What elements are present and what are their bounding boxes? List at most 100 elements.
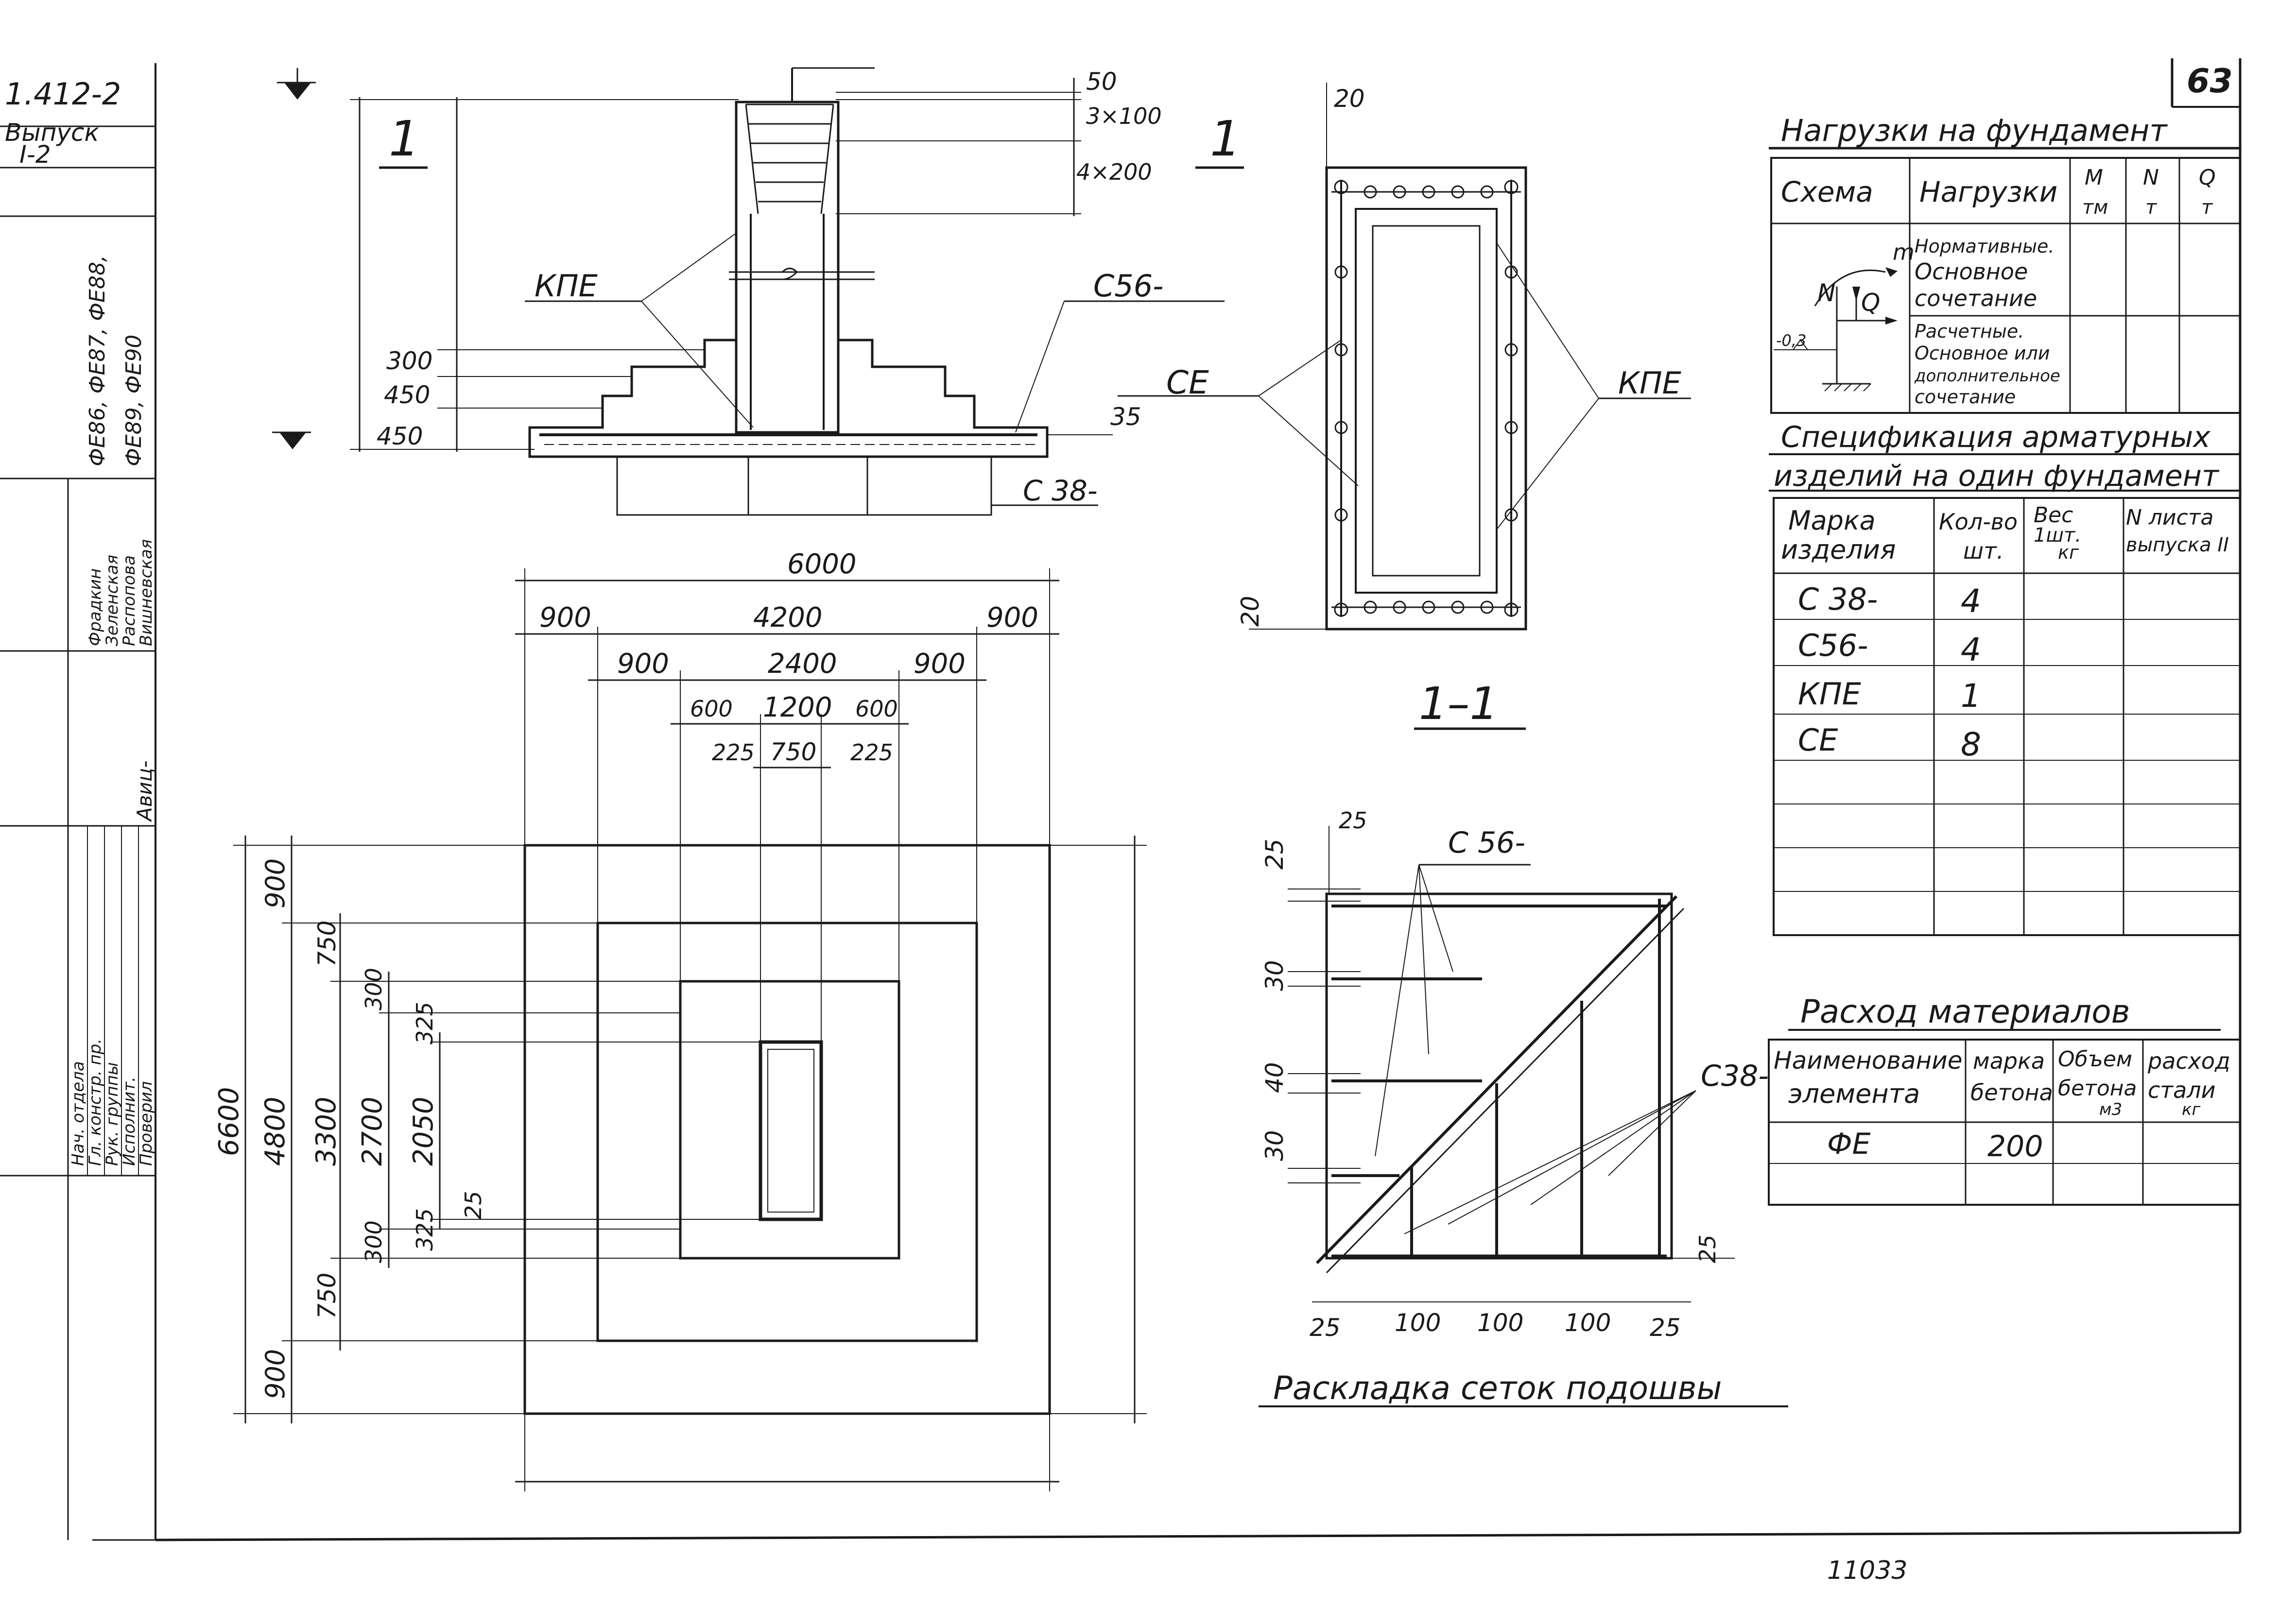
surname-4: Вишневская [137,539,156,646]
mesh-dim-left-25: 25 [1260,838,1289,870]
spec-title-2: изделий на один фундамент [1774,459,2220,493]
loads-header-n-unit: т [2145,196,2158,219]
dim-v-300a: 300 [361,968,387,1010]
spec-row-1-mark: С 38- [1798,581,1878,617]
loads-row1-line1: Нормативные. [1915,236,2054,257]
dim-right-50: 50 [1086,68,1117,96]
dim-bottom-20: 20 [1236,596,1264,627]
dim-right-3x100: 3×100 [1086,103,1162,129]
dim-h-900a: 900 [539,602,591,633]
loads-header-q: Q [2199,165,2216,190]
spec-header-mark-1: Марка [1788,505,1876,536]
mesh-dim-top-25: 25 [1339,807,1367,834]
section-mark-left: 1 [389,110,420,167]
surname-2: Зеленская [103,555,122,646]
mesh-label-c38: С38- [1701,1059,1769,1093]
materials-header-grade-1: марка [1973,1048,2045,1074]
title-block: 1.412-2 Выпуск I-2 ФЕ86, ФЕ87, ФЕ88, ФЕ8… [0,76,156,1540]
materials-header-name-1: Наименование [1774,1046,1963,1075]
spec-row-1-qty: 4 [1961,582,1981,620]
loads-row2-line4: сочетание [1915,386,2016,408]
mesh-dim-left-30a: 30 [1260,960,1289,991]
section-1-1-title: 1–1 [1419,678,1498,730]
mesh-dim-right-25: 25 [1694,1234,1721,1263]
loads-header-n: N [2143,165,2159,190]
spec-header-weight-2: 1шт. [2034,524,2081,547]
spec-row: СЕ 8 [1798,722,1981,763]
dim-right-4x200: 4×200 [1076,159,1152,185]
spec-header-mark-2: изделия [1781,534,1896,565]
plan-view: 6000 900 4200 900 900 2400 900 600 1200 … [213,548,1147,1491]
dim-v-325b: 325 [412,1208,438,1251]
materials-row: ФЕ 200 [1827,1127,2043,1163]
scheme-level: -0,3 [1776,331,1806,350]
dim-h-2400: 2400 [768,648,837,680]
sheet-number: 63 [2187,62,2233,101]
loads-scheme-sketch: m N Q -0,3 [1774,239,1915,392]
section-1-1: 20 20 СЕ КПЕ 1–1 [1118,83,1691,730]
materials-header-volume-3: м3 [2099,1100,2122,1119]
role-2: Гл. констр. пр. [86,1039,105,1166]
scheme-q: Q [1861,289,1880,317]
dim-v-900a: 900 [260,858,291,908]
spec-row-3-qty: 1 [1961,677,1981,715]
materials-table: Расход материалов Наименование элемента … [1768,993,2241,1206]
materials-title: Расход материалов [1800,993,2130,1030]
dim-left-450b: 450 [377,422,423,450]
issue-label: Выпуск [5,119,99,147]
spec-header-weight-3: кг [2058,542,2079,563]
loads-table-title: Нагрузки на фундамент [1781,113,2168,148]
spec-row: С 38- 4 [1798,581,1981,620]
spec-header-sheet-2: выпуска II [2126,534,2229,556]
series-code: 1.412-2 [5,76,121,112]
marks-line-1: ФЕ86, ФЕ87, ФЕ88, [85,255,110,466]
materials-header-volume-1: Объем [2058,1047,2132,1072]
loads-header-m: M [2085,165,2103,190]
level-marker-top [284,83,311,100]
label-c56: С56- [1093,268,1164,304]
loads-row2-line2: Основное или [1915,342,2050,364]
dim-v-6600: 6600 [213,1087,245,1156]
loads-header-q-unit: т [2201,196,2213,219]
materials-row-1-grade: 200 [1987,1129,2043,1163]
mesh-label-c56: С 56- [1448,826,1525,860]
signature: Авиц- [133,760,156,822]
loads-table: Нагрузки на фундамент Схема Нагрузки M т… [1769,113,2241,414]
role-4: Исполнит. [120,1077,139,1166]
spec-row-4-mark: СЕ [1798,722,1838,758]
dim-h-4200: 4200 [753,602,823,633]
sheet-number-box: 63 [2171,58,2240,108]
materials-header-steel-1: расход [2147,1048,2230,1074]
dim-h-900d: 900 [914,648,966,680]
dim-v-750b: 750 [313,1273,341,1319]
label-ce: СЕ [1166,364,1209,401]
dim-v-2700: 2700 [357,1096,388,1166]
spec-header-qty-2: шт. [1963,538,2004,564]
loads-row2-line1: Расчетные. [1915,321,2024,342]
spec-header-sheet-1: N листа [2126,505,2213,530]
spec-title-1: Спецификация арматурных [1781,420,2210,454]
dim-left-300: 300 [386,347,432,375]
dim-h-6000: 6000 [787,548,857,580]
dim-v-300b: 300 [361,1220,387,1263]
materials-header-steel-3: кг [2182,1100,2201,1119]
surname-1: Фрадкин [86,568,105,646]
dim-h-600b: 600 [855,696,898,722]
mesh-dim-bottom-25a: 25 [1310,1314,1341,1342]
materials-header-grade-2: бетона [1970,1079,2053,1106]
dim-v-900b: 900 [260,1349,291,1399]
mesh-dim-left-40: 40 [1260,1062,1289,1093]
role-3: Рук. группы [103,1062,122,1166]
dim-v-25: 25 [460,1191,486,1219]
dim-h-225a: 225 [712,739,755,766]
loads-row2-line3: дополнительное [1914,366,2060,386]
mesh-layout-view: 25 30 40 30 25 25 25 100 100 100 25 С 56… [1259,807,1788,1407]
dim-v-2050: 2050 [408,1096,439,1166]
label-kpe-section: КПЕ [1618,365,1682,401]
spec-row: С56- 4 [1798,628,1981,668]
loads-header-loads: Нагрузки [1919,175,2057,208]
loads-row1-line3: сочетание [1915,285,2037,311]
level-marker-bottom [279,432,306,449]
label-kpe: КПЕ [535,268,598,304]
dim-right-35: 35 [1110,403,1141,431]
